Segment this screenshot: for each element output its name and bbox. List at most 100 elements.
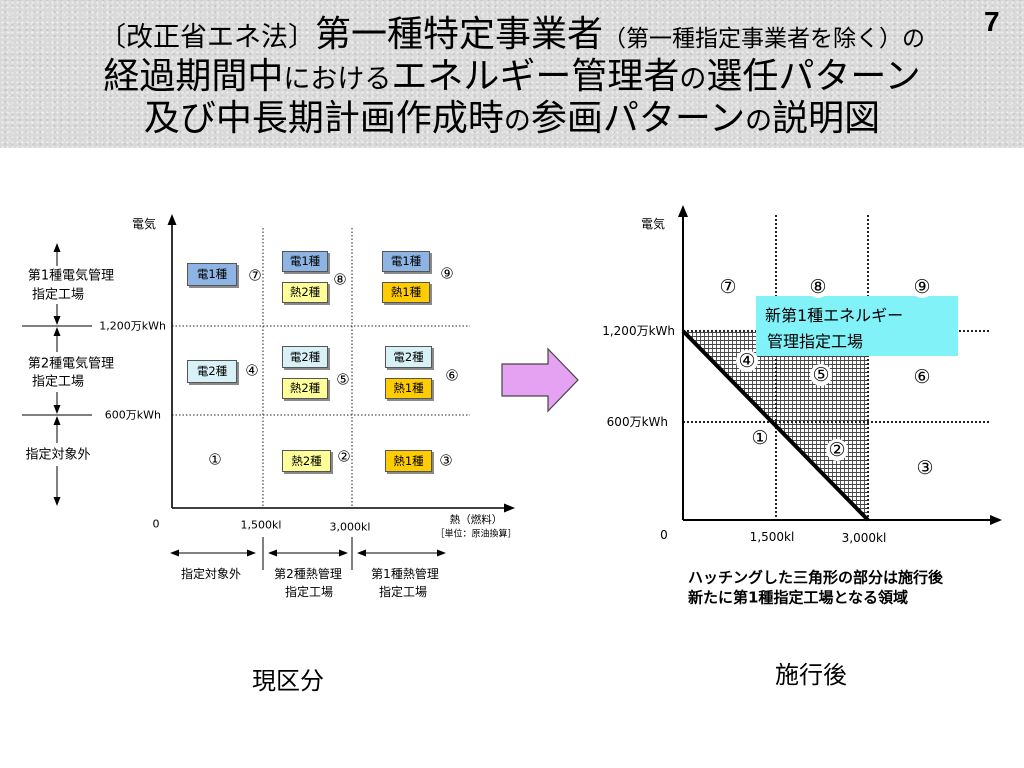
region-number: ③ [914,457,936,479]
after-x-axis-arrowhead [990,515,1002,525]
category-tag: 熱1種 [385,378,432,399]
title-line-1: 〔改正省エネ法〕第一種特定事業者（第一種指定事業者を除く）の [0,14,1024,56]
cell-number: ⑧ [333,270,347,289]
range-arrow-up-icon [53,243,61,252]
page-number: 7 [984,6,1000,37]
title-particle: の [745,106,773,137]
region-number: ④ [736,350,758,372]
category-tag: 電2種 [187,360,237,383]
new-class-boundary-line [681,329,870,522]
hatch-note: 新たに第1種指定工場となる領域 [688,588,908,607]
category-tag: 熱2種 [282,450,331,472]
category-tag: 熱2種 [282,282,328,303]
cell-number: ④ [245,361,259,380]
title-energy-manager: エネルギー管理者 [391,56,680,97]
cell-number: ⑥ [445,366,459,385]
category-tag: 電1種 [282,251,328,272]
after-y-axis-arrowhead [678,205,688,217]
heat-class-1-label: 指定工場 [378,585,428,599]
region-number: ⑦ [717,276,739,298]
title-exclusion-note: （第一種指定事業者を除く）の [603,26,925,52]
current-y-axis-label: 電気 [132,217,157,231]
current-x-tick-1500: 1,500kl [240,518,282,532]
current-caption: 現区分 [252,667,324,695]
current-y-tick-1200: 1,200万kWh [99,319,166,333]
heat-class-2-label: 第2種熱管理 [274,567,342,581]
cell-number: ⑤ [336,370,350,389]
range-arrow-down-icon [53,316,61,325]
after-x-tick-1500: 1,500kl [749,530,795,544]
category-tag: 電2種 [282,346,328,368]
heat-class-none-label: 指定対象外 [180,567,242,581]
electric-class-1-label: 指定工場 [31,287,85,303]
after-y-tick-600: 600万kWh [606,415,668,429]
electric-class-2-label: 第2種電気管理 [27,356,115,372]
after-origin-label: 0 [660,528,668,542]
cell-number: ② [337,447,351,466]
title-particle: の [679,64,707,95]
title-business-type: 第一種特定事業者 [314,14,603,55]
after-y-axis-label: 電気 [641,217,666,231]
new-class-label: 管理指定工場 [767,332,864,351]
range-arrow-right-icon [437,549,446,557]
cell-number: ① [208,450,222,469]
category-tag: 電2種 [385,346,432,368]
current-chart-graphics [22,214,515,570]
range-arrow-right-icon [247,549,256,557]
current-origin-label: 0 [152,517,160,531]
title-line-3: 及び中長期計画作成時の参画パターンの説明図 [0,98,1024,140]
title-explanatory-figure: 説明図 [772,98,881,139]
category-tag: 電1種 [382,251,430,272]
title-particle: における [283,64,392,95]
region-number: ⑥ [911,366,933,388]
title-particle: の [503,106,531,137]
new-class-label-box [756,296,958,356]
range-arrow-down-icon [53,497,61,506]
after-chart-graphics [678,205,1002,525]
current-x-axis-unit: ［単位：原油換算］ [435,529,517,540]
region-number: ⑨ [911,276,933,298]
category-tag: 電1種 [187,263,237,286]
range-arrow-left-icon [170,549,179,557]
region-number: ⑧ [807,276,829,298]
current-x-tick-3000: 3,000kl [329,520,371,534]
transition-arrow-icon [501,347,579,413]
after-x-tick-3000: 3,000kl [841,531,887,545]
current-x-axis-arrowhead [504,503,515,513]
hatch-note: ハッチングした三角形の部分は施行後 [688,568,944,587]
title-participation-pattern: 参画パターン [530,98,746,139]
current-x-axis-label: 熱（燃料） [449,513,503,526]
title-line-2: 経過期間中におけるエネルギー管理者の選任パターン [0,56,1024,98]
range-arrow-left-icon [357,549,366,557]
cell-number: ③ [439,451,453,470]
electric-class-1-label: 第1種電気管理 [27,268,115,284]
category-tag: 熱2種 [282,378,328,399]
range-arrow-down-icon [53,405,61,414]
cell-number: ⑨ [440,264,454,283]
category-tag: 熱1種 [385,450,432,472]
after-y-tick-1200: 1,200万kWh [602,324,675,338]
after-caption: 施行後 [775,661,847,689]
region-number: ⑤ [810,364,832,386]
heat-class-2-label: 指定工場 [284,585,334,599]
range-arrow-up-icon [53,327,61,336]
electric-class-none-label: 指定対象外 [25,447,91,463]
cell-number: ⑦ [248,266,262,285]
current-y-axis-arrowhead [167,214,177,225]
range-arrow-up-icon [53,416,61,425]
range-arrow-right-icon [339,549,348,557]
electric-class-2-label: 指定工場 [31,374,85,390]
title-transition-period: 経過期間中 [103,56,284,97]
range-arrow-left-icon [268,549,277,557]
heat-class-1-label: 第1種熱管理 [371,567,439,581]
slide-title: 〔改正省エネ法〕第一種特定事業者（第一種指定事業者を除く）の 経過期間中における… [0,14,1024,140]
new-class-label: 新第1種エネルギー [765,306,904,325]
title-midlong-plan: 及び中長期計画作成時 [143,98,504,139]
title-banner [0,0,1024,148]
title-law-prefix: 〔改正省エネ法〕 [98,22,315,53]
current-y-tick-600: 600万kWh [104,408,161,422]
region-number: ② [826,439,848,461]
category-tag: 熱1種 [382,282,430,303]
